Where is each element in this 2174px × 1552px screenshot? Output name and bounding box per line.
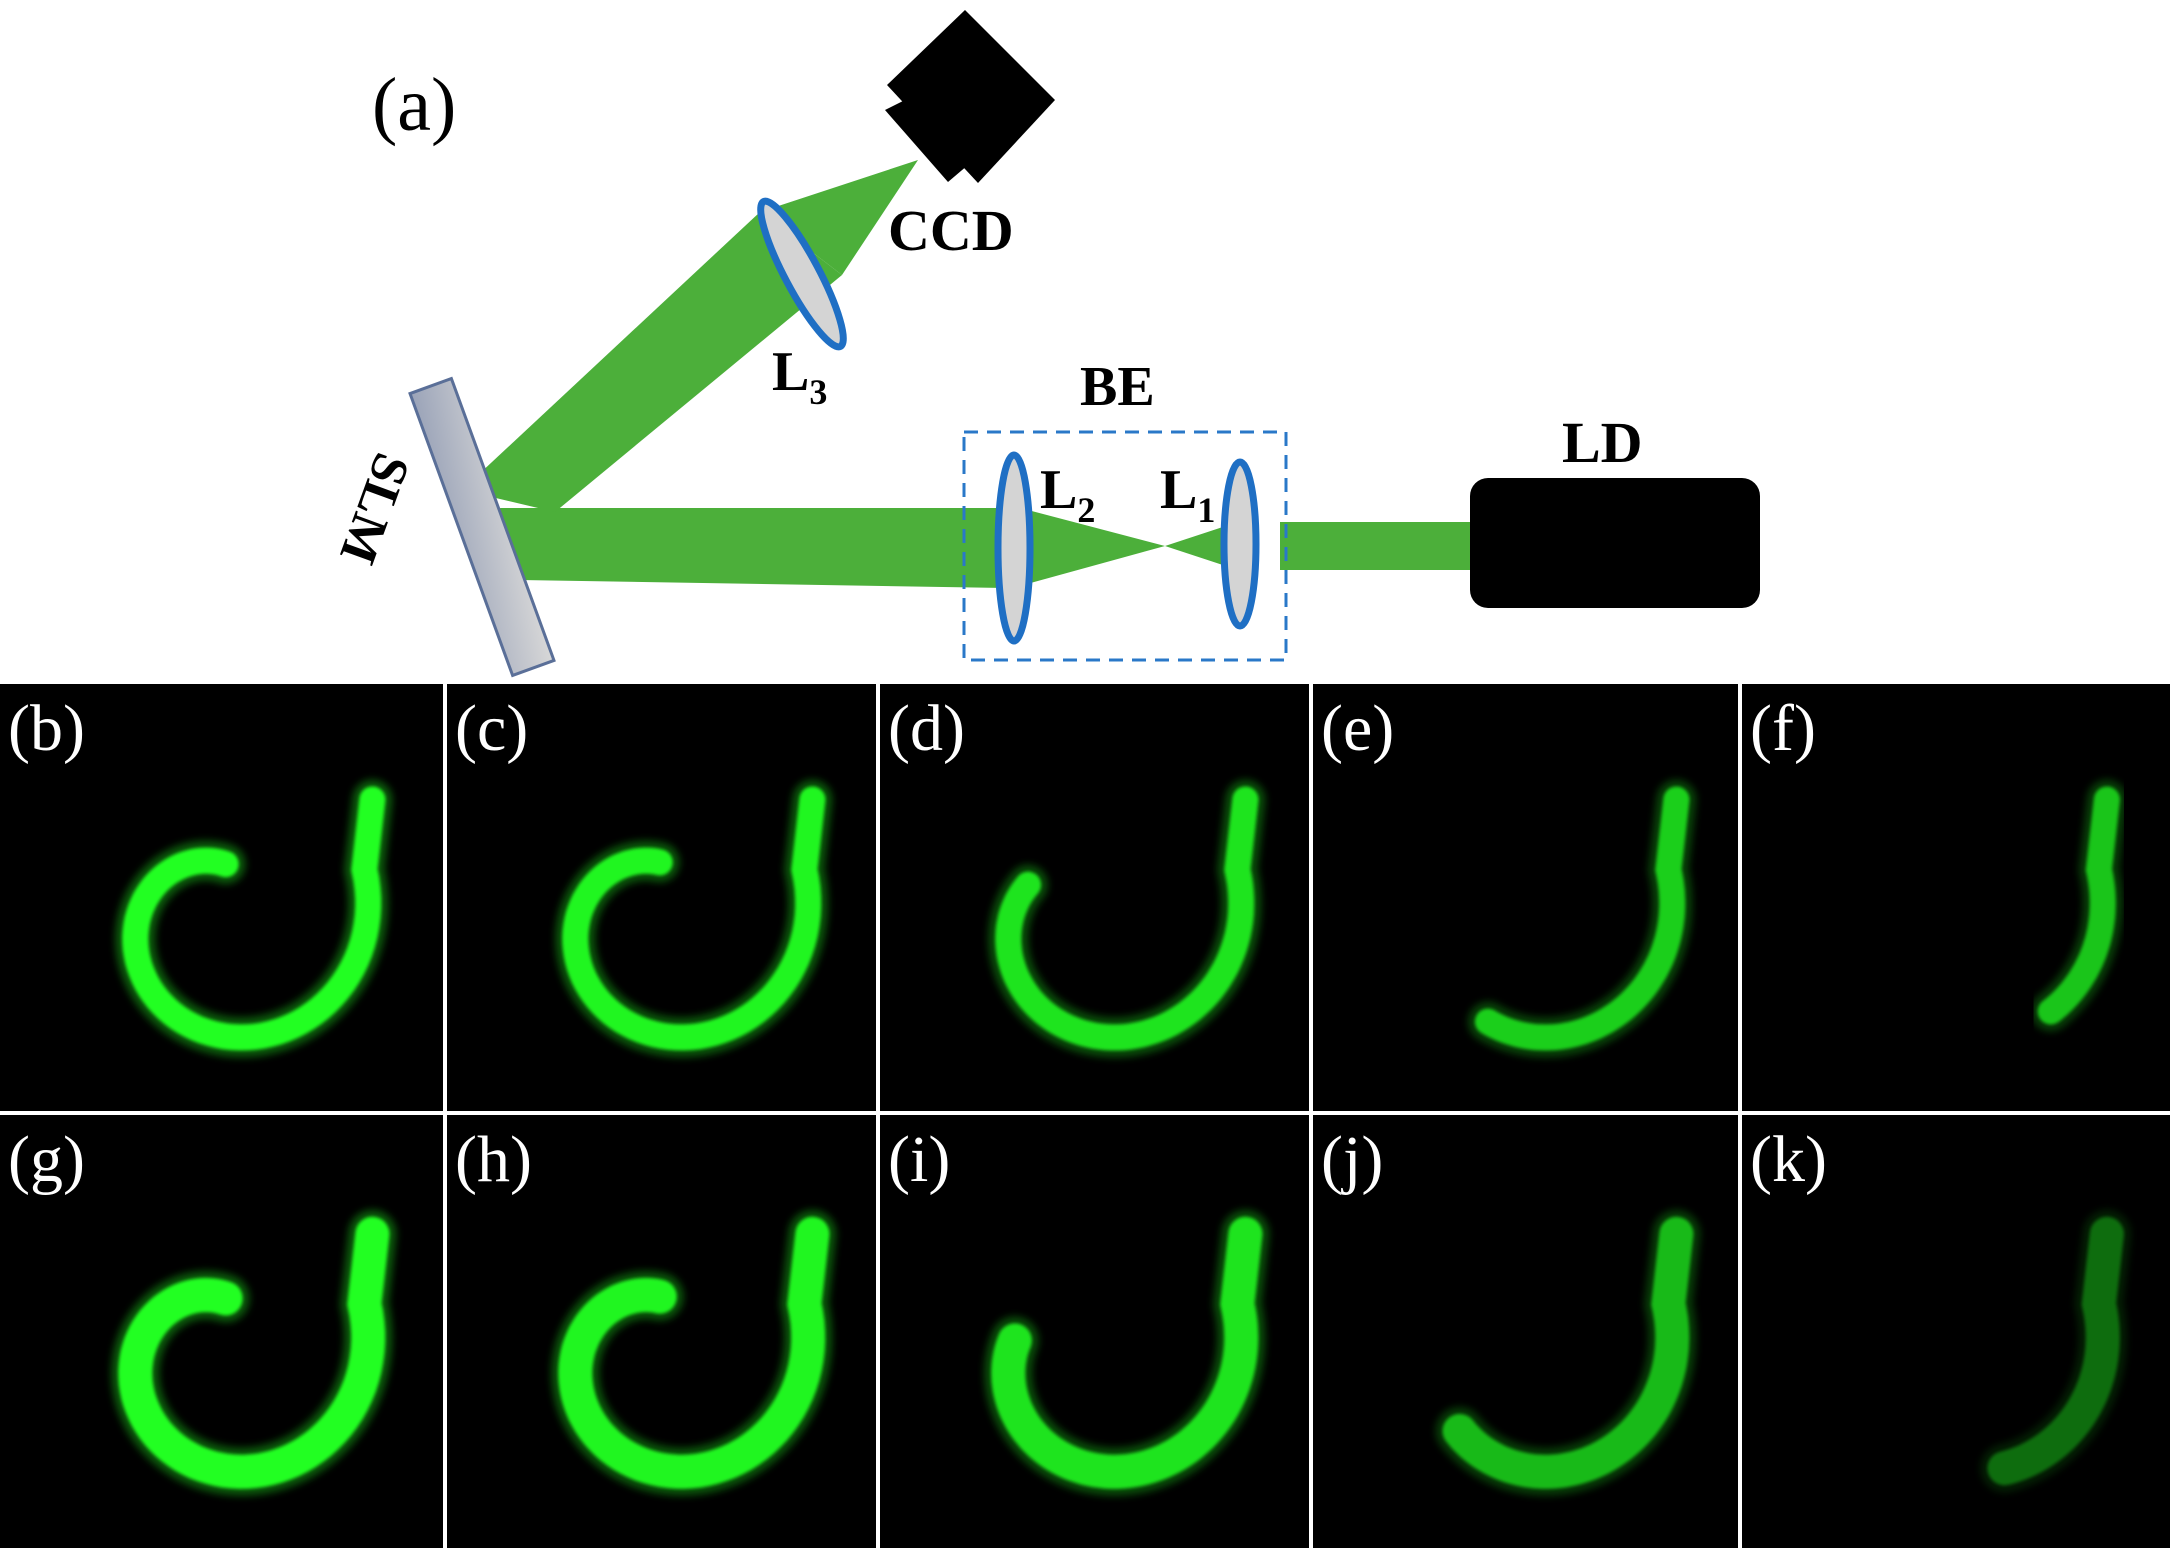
beam-focus-to-l2 xyxy=(1005,504,1165,590)
slm-panel xyxy=(408,376,556,678)
spiral-beam xyxy=(1442,1216,1694,1489)
laser-diode xyxy=(1470,478,1760,608)
panel-label: (b) xyxy=(8,692,85,765)
image-panel: (h) xyxy=(447,1115,876,1548)
spiral-beam xyxy=(122,786,386,1051)
panel-label: (d) xyxy=(888,692,965,765)
image-grid: (b) (c) (d) (e) (f) (g) (h) (i) (j) (k) xyxy=(0,684,2170,1548)
panel-label: (j) xyxy=(1321,1123,1383,1196)
beam-l2-to-slm xyxy=(500,508,1005,588)
lens-l1 xyxy=(1220,458,1260,630)
l1-label: L1 xyxy=(1160,459,1215,530)
ccd-body xyxy=(887,10,1055,183)
panel-label: (g) xyxy=(8,1123,85,1196)
beam-slm-to-l3 xyxy=(462,212,842,512)
spiral-beam xyxy=(995,786,1259,1051)
be-box xyxy=(962,430,1288,662)
lens-l3 xyxy=(757,197,847,351)
image-panel: (d) xyxy=(880,684,1309,1111)
panel-label: (c) xyxy=(455,692,528,765)
panel-label: (h) xyxy=(455,1123,532,1196)
spiral-beam xyxy=(991,1216,1263,1489)
image-panel: (e) xyxy=(1313,684,1738,1111)
panel-label: (i) xyxy=(888,1123,950,1196)
image-panel: (b) xyxy=(0,684,443,1111)
panel-label: (f) xyxy=(1750,692,1816,765)
beam-ld-to-l1 xyxy=(1280,522,1480,570)
image-panel: (f) xyxy=(1742,684,2170,1111)
panel-label-a: (a) xyxy=(372,63,456,147)
ccd-lens-mount xyxy=(885,100,968,182)
panel-label: (k) xyxy=(1750,1123,1827,1196)
lens-l2 xyxy=(994,451,1034,645)
image-panel: (c) xyxy=(447,684,876,1111)
spiral-beam xyxy=(118,1216,390,1489)
be-label: BE xyxy=(1080,356,1155,418)
beam-l1-to-focus xyxy=(1165,522,1238,570)
image-panel: (g) xyxy=(0,1115,443,1548)
l2-label: L2 xyxy=(1040,459,1095,530)
image-panel: (j) xyxy=(1313,1115,1738,1548)
l3-label: L3 xyxy=(772,341,827,412)
spiral-beam xyxy=(2037,786,2120,1025)
slm-label: SLM xyxy=(328,446,420,571)
spiral-beam xyxy=(1475,786,1690,1051)
beam-l3-to-ccd xyxy=(760,160,918,275)
image-panel: (i) xyxy=(880,1115,1309,1548)
ccd-camera xyxy=(885,10,1055,183)
spiral-beam xyxy=(1987,1216,2124,1486)
ld-label: LD xyxy=(1562,410,1643,475)
slm xyxy=(408,376,556,678)
spiral-beam xyxy=(562,786,826,1051)
spiral-beam xyxy=(558,1216,830,1489)
panel-label: (e) xyxy=(1321,692,1394,765)
image-panel: (k) xyxy=(1742,1115,2170,1548)
setup-diagram: SLM L3 CCD BE L2 L1 LD (a) xyxy=(328,10,1760,678)
ccd-label: CCD xyxy=(888,198,1014,263)
